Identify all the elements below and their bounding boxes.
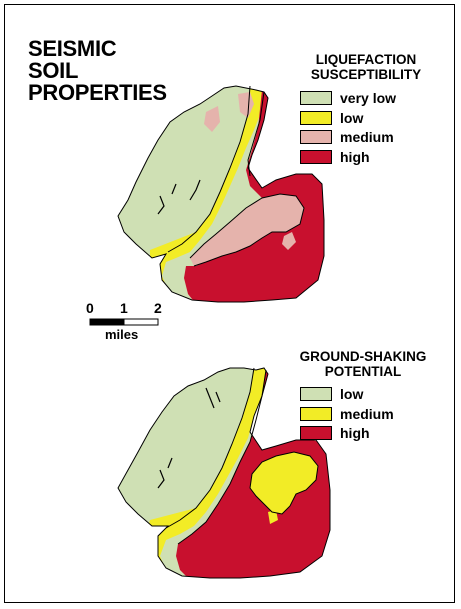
liquefaction-zone-boundaries [167, 85, 305, 267]
shaking-title-line-2: POTENTIAL [324, 364, 402, 379]
liquefaction-legend-label: low [340, 109, 364, 126]
liquefaction-legend-swatch [300, 149, 332, 164]
shaking-legend-label: low [340, 386, 364, 402]
shaking-legend-title: GROUND-SHAKING POTENTIAL [284, 349, 442, 379]
map-title-line-2: SOIL [28, 58, 79, 83]
liquefaction-map-outline [117, 85, 325, 303]
shaking-zone-medium [140, 368, 268, 578]
liquefaction-zone-low [168, 258, 182, 276]
shaking-map-outline [117, 367, 331, 579]
scale-bar [89, 318, 159, 326]
shaking-legend-swatch [300, 387, 332, 401]
liquefaction-legend-item: low [300, 110, 363, 126]
liquefaction-zone-medium [190, 194, 304, 266]
shaking-ridge-marks [157, 387, 221, 489]
map-title-line-1: SEISMIC [28, 36, 117, 61]
liquefaction-zone-medium [204, 106, 220, 132]
shaking-zone-boundaries [165, 367, 319, 545]
liquefaction-legend-swatch [300, 91, 332, 105]
liquefaction-title-line-1: LIQUEFACTION [315, 52, 417, 67]
scale-unit-label: miles [105, 327, 139, 342]
scale-tick-0: 0 [86, 300, 94, 316]
shaking-legend-item: medium [300, 406, 394, 422]
liquefaction-legend-label: high [340, 148, 370, 165]
shaking-legend-label: high [340, 425, 370, 441]
liquefaction-legend-title: LIQUEFACTION SUSCEPTIBILITY [296, 52, 436, 82]
shaking-title-line-1: GROUND-SHAKING [299, 349, 427, 364]
liquefaction-ridge-marks [157, 179, 201, 215]
liquefaction-title-line-2: SUSCEPTIBILITY [310, 67, 422, 82]
liquefaction-legend-swatch [300, 110, 332, 125]
shaking-legend-label: medium [340, 405, 394, 422]
shaking-legend-swatch [300, 406, 332, 421]
liquefaction-zone-high [184, 88, 324, 302]
scale-tick-2: 2 [154, 300, 162, 316]
shaking-zone-medium [250, 452, 318, 514]
liquefaction-zone-low [150, 86, 264, 302]
shaking-legend-item: high [300, 425, 370, 441]
liquefaction-legend-swatch [300, 130, 332, 144]
map-title-line-3: PROPERTIES [28, 80, 167, 105]
liquefaction-legend-label: very low [340, 90, 397, 106]
liquefaction-legend-item: medium [300, 129, 394, 145]
liquefaction-legend-item: very low [300, 90, 396, 106]
liquefaction-zone-medium [238, 92, 254, 118]
scale-tick-1: 1 [120, 300, 128, 316]
liquefaction-legend-item: high [300, 149, 370, 165]
shaking-legend-swatch [300, 426, 332, 440]
liquefaction-zone-medium [282, 232, 296, 250]
shaking-legend-item: low [300, 386, 363, 402]
liquefaction-legend-label: medium [340, 129, 394, 145]
shaking-zone-medium [268, 510, 278, 524]
